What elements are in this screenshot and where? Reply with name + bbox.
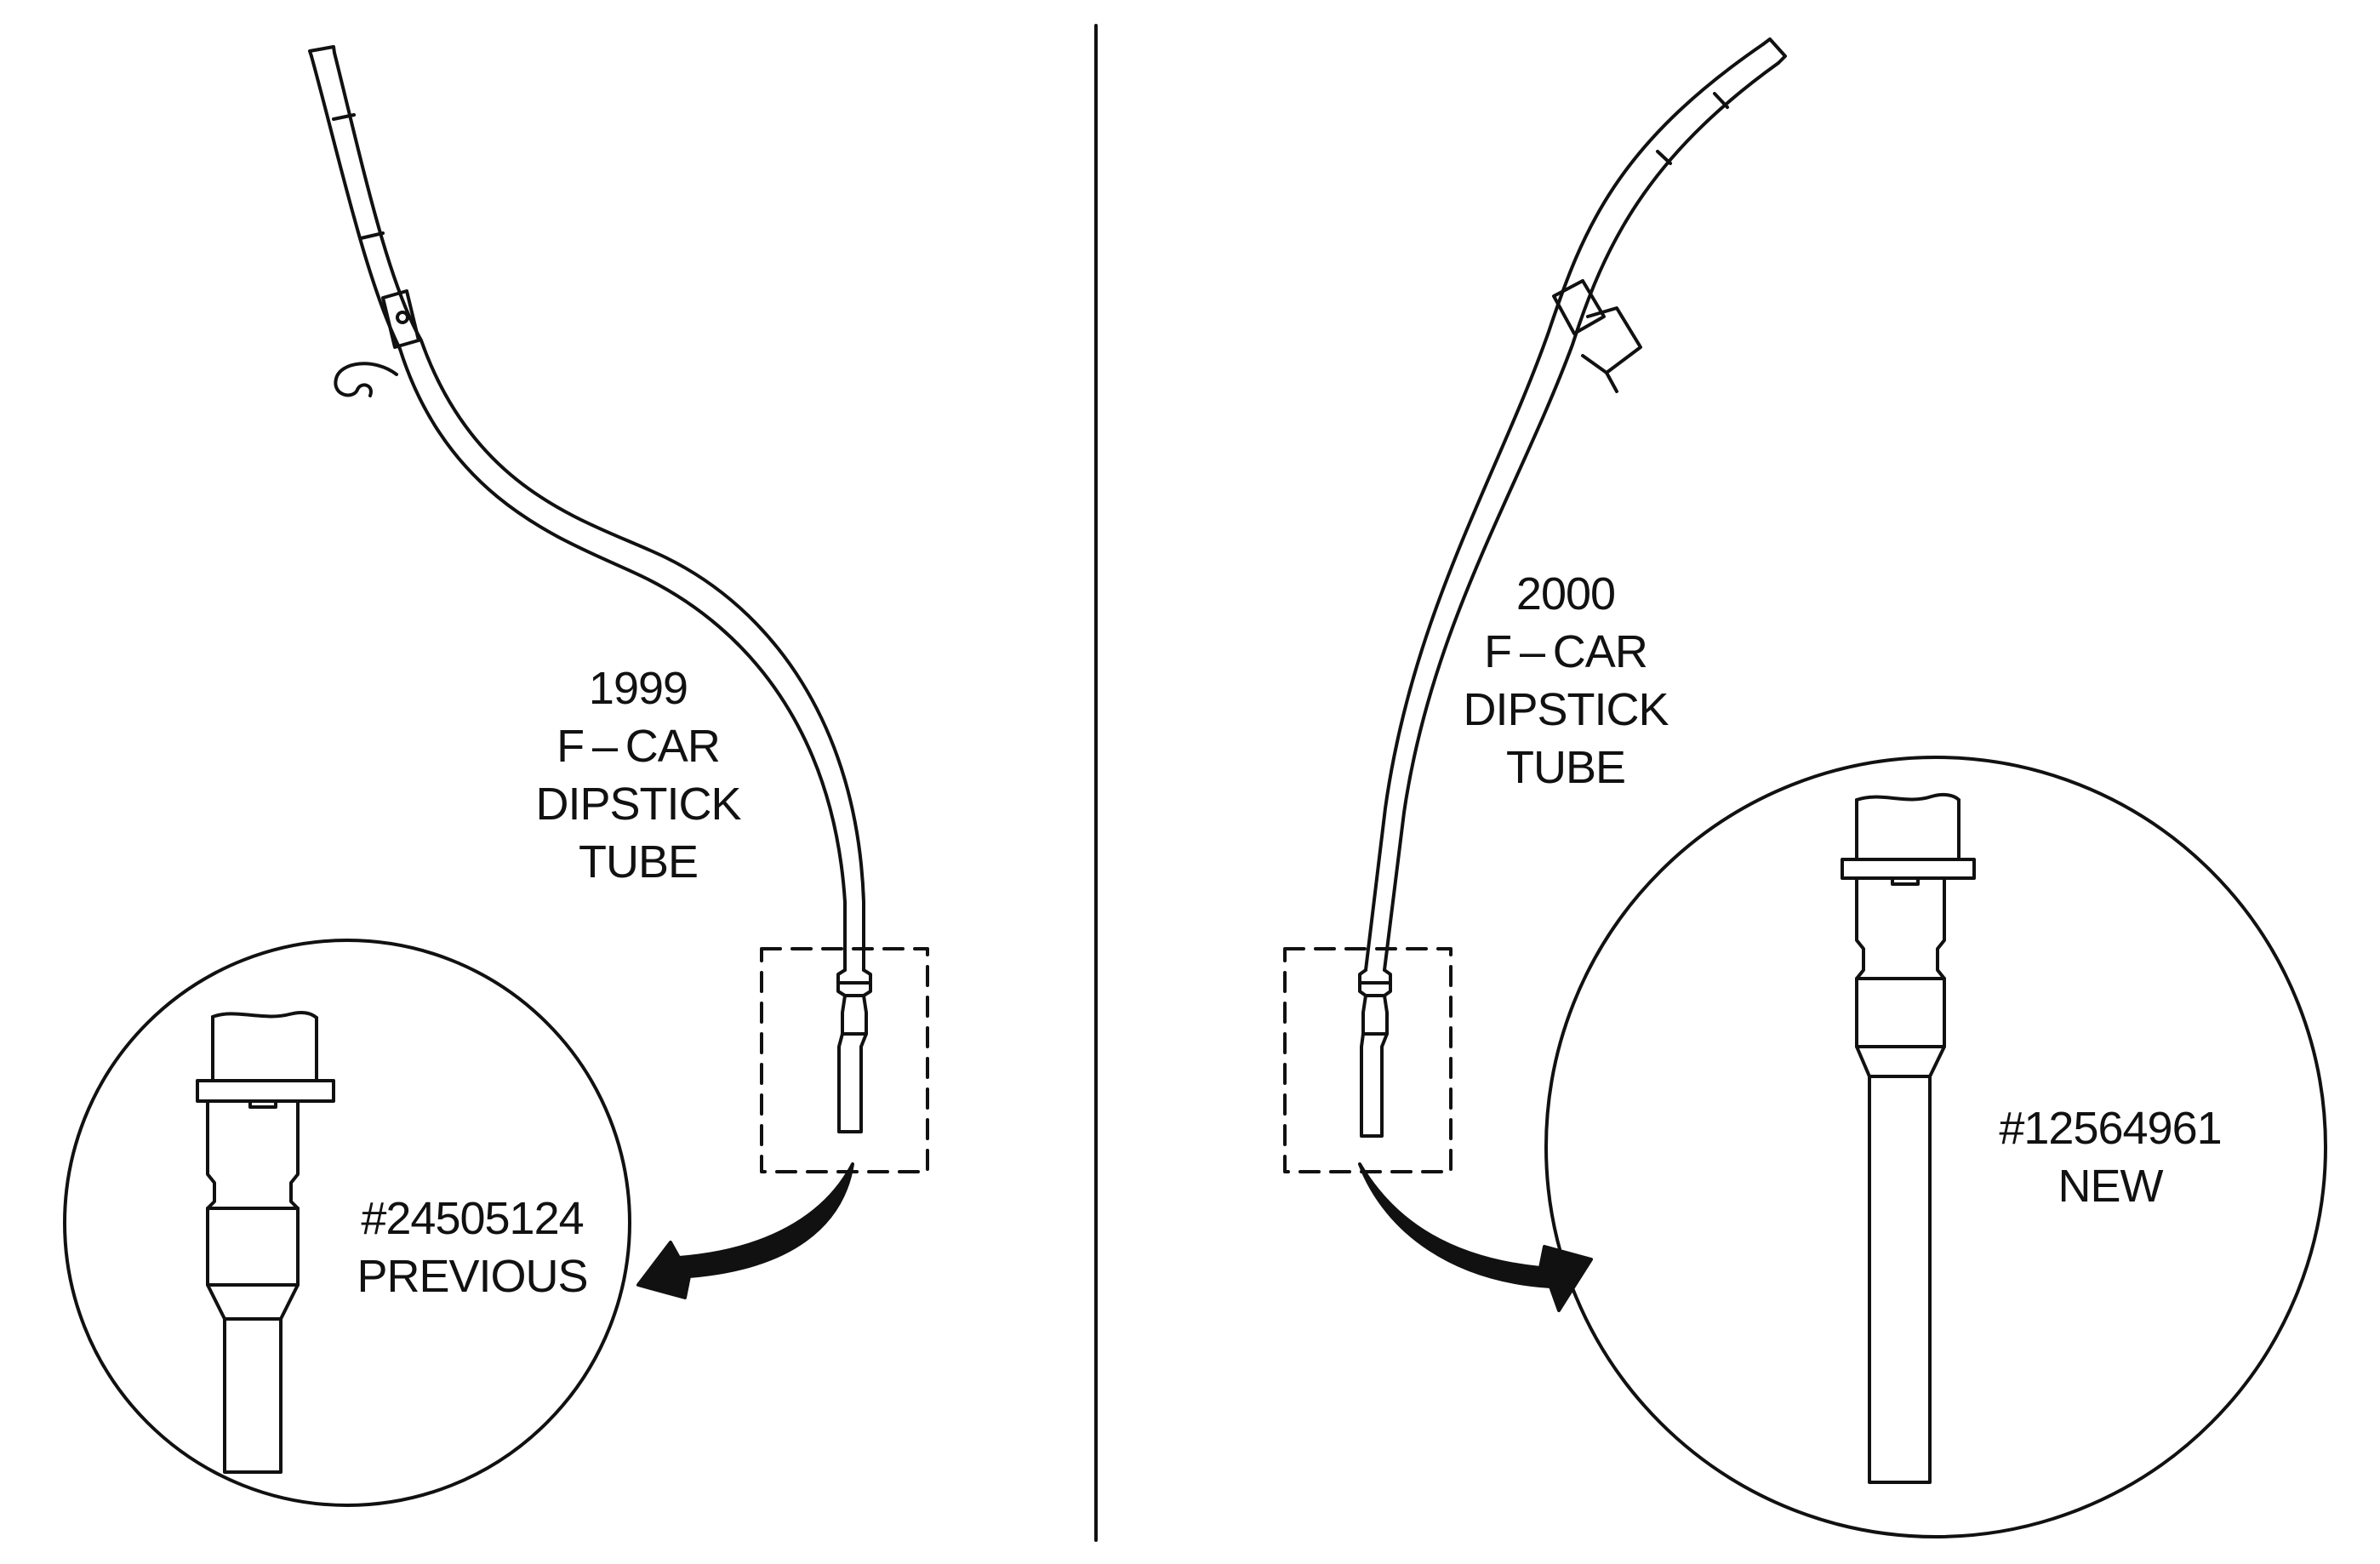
tube-label-2000-line2: F – CAR <box>1484 626 1648 677</box>
tube-1999 <box>308 45 872 1133</box>
tube-label-1999-line2: F – CAR <box>556 721 721 772</box>
tube-label-1999-line4: TUBE <box>578 836 699 888</box>
detail-box-1999 <box>760 947 929 1173</box>
arrow-2000-icon <box>1358 1162 1593 1312</box>
tube-label-1999: 1999 F – CAR DIPSTICK TUBE <box>511 659 766 891</box>
part-label-2000: #12564961 NEW <box>1983 1099 2238 1215</box>
arrow-1999-icon <box>636 1162 854 1299</box>
detail-circle-1999 <box>63 939 631 1507</box>
part-status-2000: NEW <box>2058 1161 2164 1212</box>
part-number-1999: #24505124 <box>361 1193 584 1244</box>
part-label-1999: #24505124 PREVIOUS <box>336 1190 608 1305</box>
tube-label-2000-line1: 2000 <box>1515 568 1616 619</box>
tube-label-1999-line1: 1999 <box>588 663 688 714</box>
part-status-1999: PREVIOUS <box>357 1251 588 1302</box>
tube-label-2000: 2000 F – CAR DIPSTICK TUBE <box>1438 565 1693 796</box>
tube-label-2000-line3: DIPSTICK <box>1463 684 1669 735</box>
detail-circle-2000 <box>1544 756 2327 1538</box>
tube-2000 <box>1358 37 1787 1138</box>
fitting-2000 <box>1841 792 1976 1484</box>
part-number-2000: #12564961 <box>1999 1103 2222 1154</box>
tube-label-2000-line4: TUBE <box>1505 742 1626 793</box>
detail-box-2000 <box>1283 947 1453 1173</box>
fitting-1999 <box>196 1010 335 1474</box>
tube-label-1999-line3: DIPSTICK <box>535 779 741 830</box>
